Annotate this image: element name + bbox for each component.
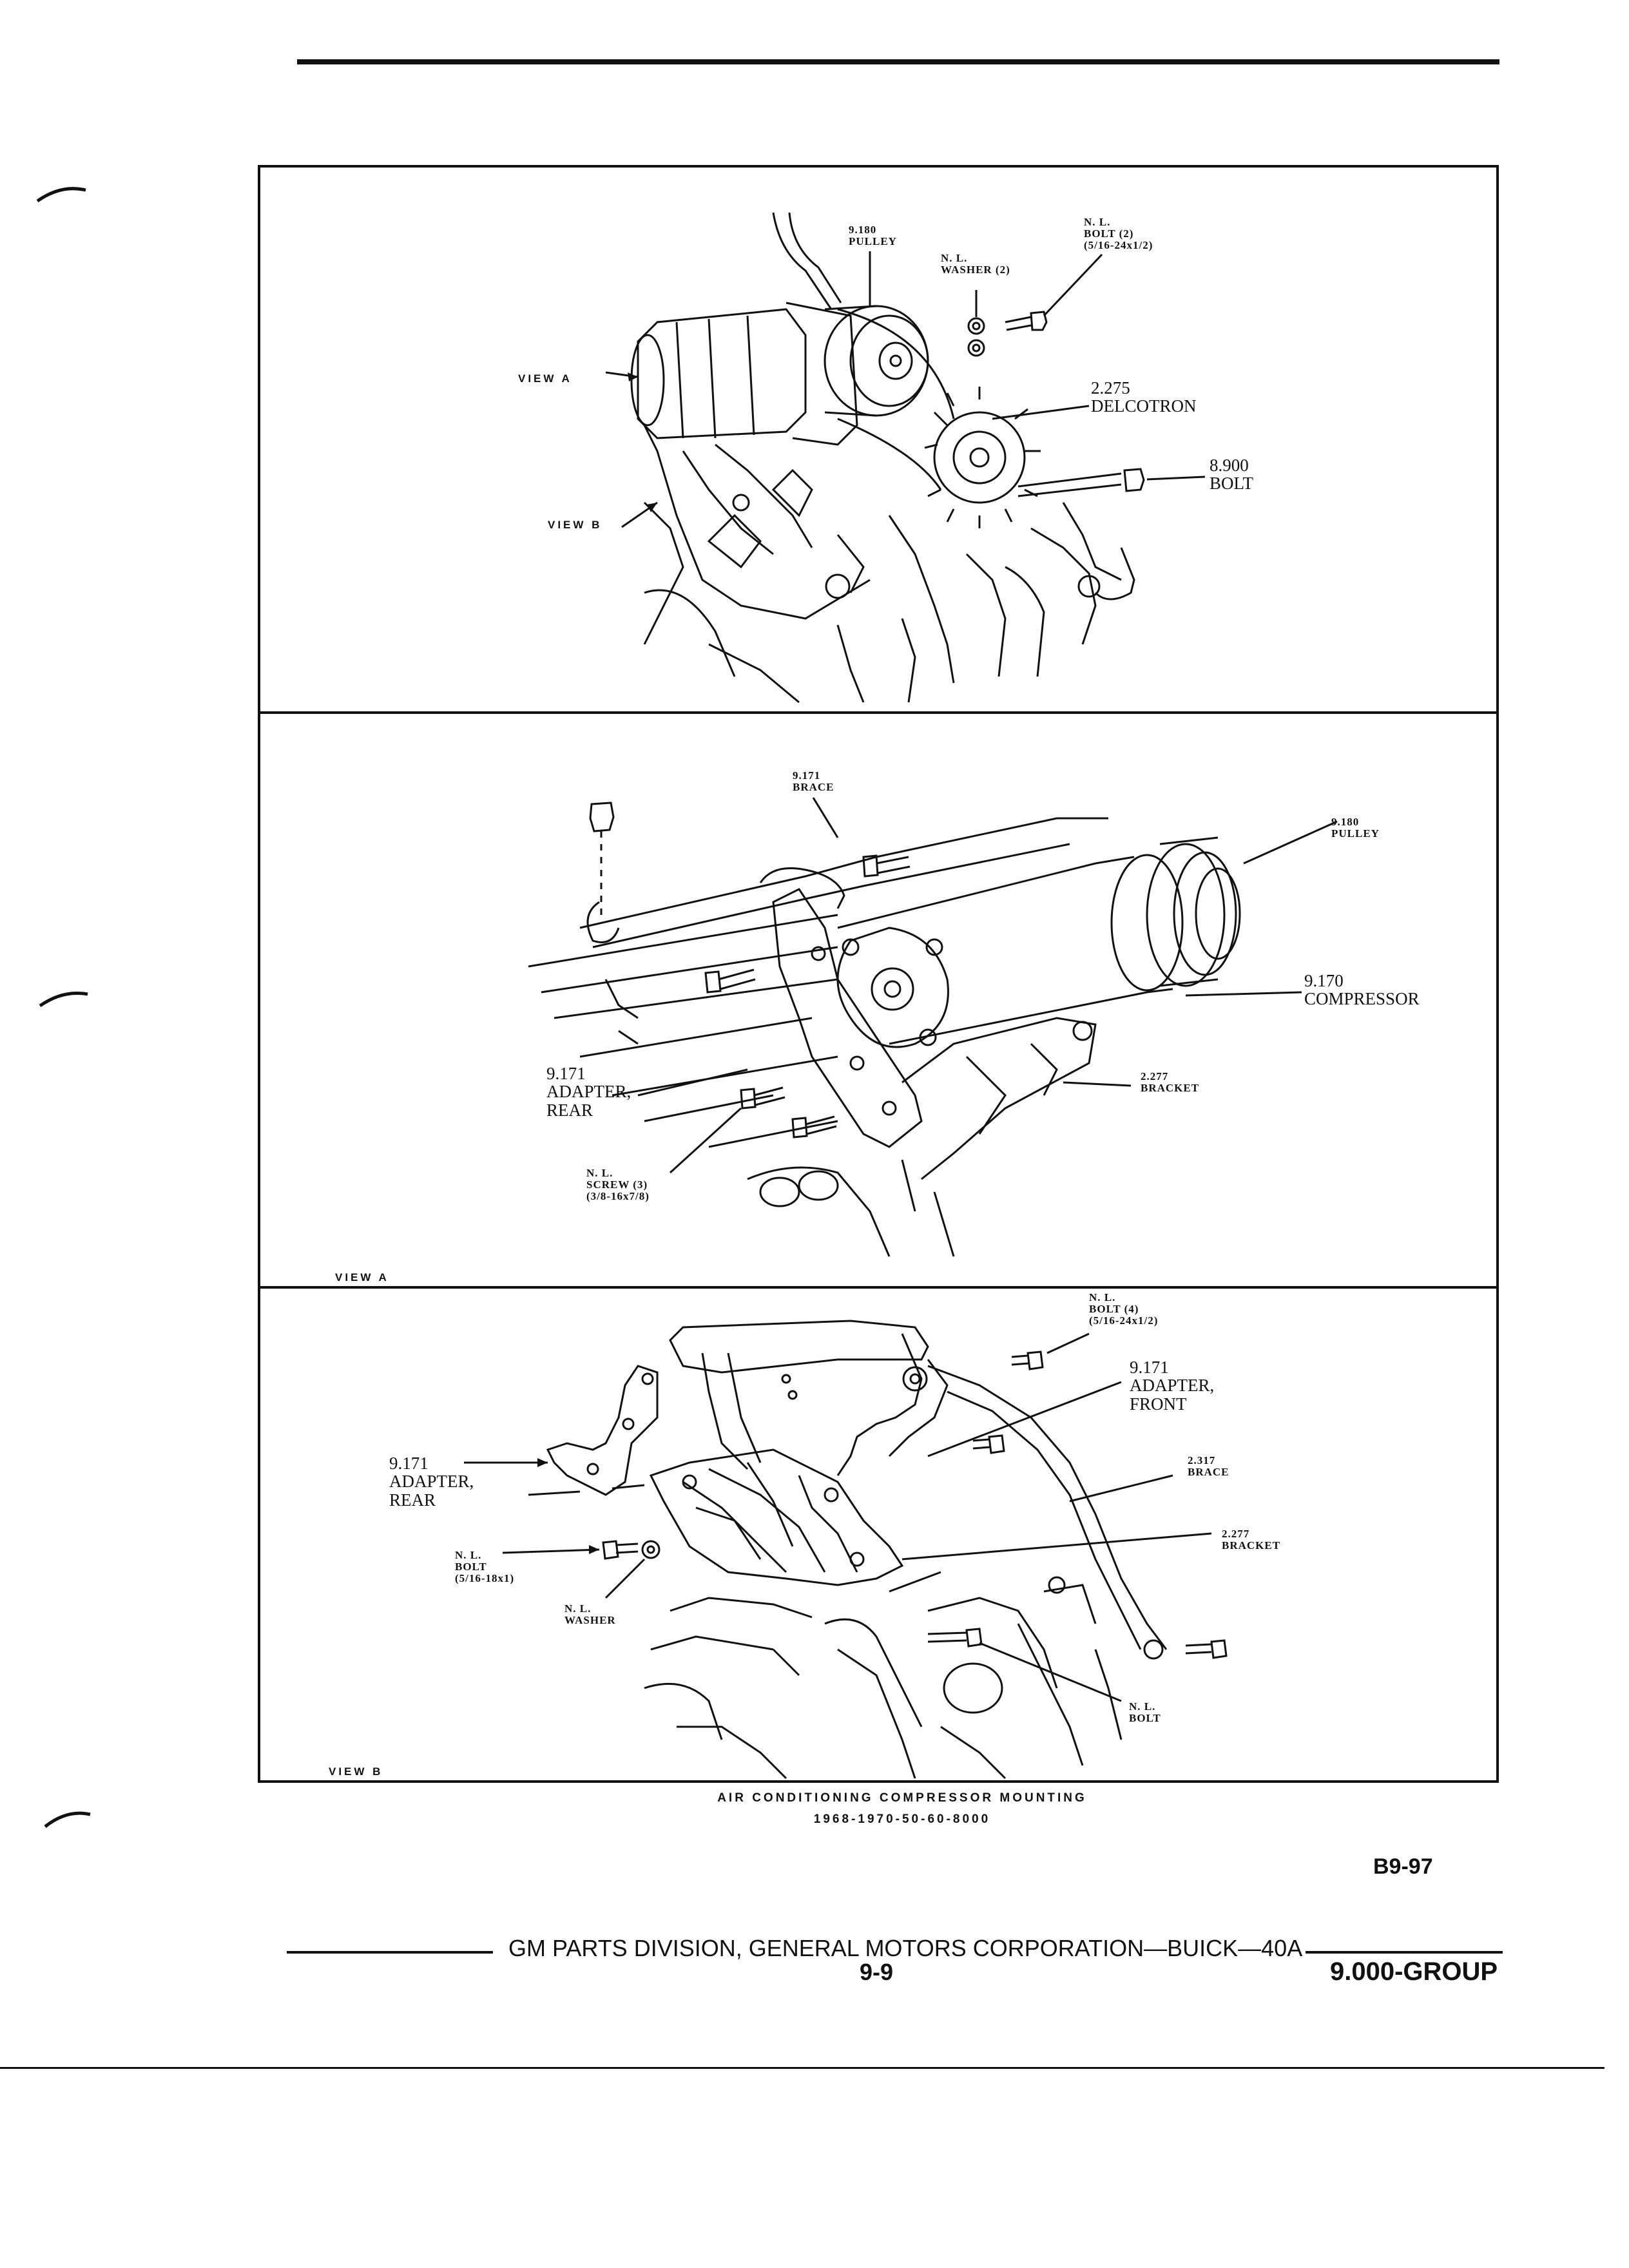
pointer-view-a: VIEW A bbox=[518, 372, 572, 385]
header-rule bbox=[297, 59, 1499, 64]
footer-group: 9.000-GROUP bbox=[1330, 1957, 1498, 1986]
view-a-title: VIEW A bbox=[335, 1271, 389, 1283]
label-brace-9171: 9.171 BRACE bbox=[793, 769, 834, 793]
view-b-title: VIEW B bbox=[329, 1765, 383, 1778]
label-adapter-rear-mid: 9.171 ADAPTER, REAR bbox=[546, 1064, 631, 1120]
caption-years: 1968-1970-50-60-8000 bbox=[813, 1812, 991, 1826]
label-bolt4-nl: N. L. BOLT (4) (5/16-24x1/2) bbox=[1089, 1291, 1159, 1327]
label-delcotron: 2.275 DELCOTRON bbox=[1091, 378, 1197, 416]
label-bracket-2277-bottom: 2.277 BRACKET bbox=[1222, 1528, 1281, 1552]
footer-page-number: 9-9 bbox=[860, 1959, 894, 1985]
caption-title: AIR CONDITIONING COMPRESSOR MOUNTING bbox=[717, 1791, 1087, 1805]
page-edge-line bbox=[0, 2067, 1605, 2069]
label-bracket-2277: 2.277 BRACKET bbox=[1141, 1070, 1200, 1094]
footer-rule-right bbox=[1306, 1951, 1503, 1954]
label-screw-nl: N. L. SCREW (3) (3/8-16x7/8) bbox=[586, 1167, 650, 1202]
label-adapter-rear-bottom: 9.171 ADAPTER, REAR bbox=[389, 1454, 474, 1510]
page-code: B9-97 bbox=[1373, 1854, 1433, 1879]
label-bolt-nl-bottom: N. L. BOLT (5/16-18x1) bbox=[455, 1549, 515, 1584]
label-brace-2317: 2.317 BRACE bbox=[1188, 1454, 1229, 1478]
pointer-view-b: VIEW B bbox=[548, 519, 602, 531]
label-bolt-nl: N. L. BOLT (2) (5/16-24x1/2) bbox=[1084, 216, 1153, 251]
footer-division: GM PARTS DIVISION, GENERAL MOTORS CORPOR… bbox=[508, 1935, 1303, 1961]
label-washer-nl: N. L. WASHER (2) bbox=[941, 252, 1010, 276]
panel-divider-2 bbox=[258, 1286, 1499, 1289]
panel-divider-1 bbox=[258, 711, 1499, 714]
label-pulley-9180: 9.180 PULLEY bbox=[849, 224, 897, 247]
footer-rule-left bbox=[287, 1951, 493, 1954]
illustration-frame bbox=[258, 165, 1499, 1783]
label-pulley-9180-mid: 9.180 PULLEY bbox=[1331, 816, 1380, 840]
label-nl-bolt-bottom: N. L. BOLT bbox=[1129, 1700, 1161, 1724]
label-washer-nl-bottom: N. L. WASHER bbox=[564, 1602, 616, 1626]
label-bolt-8900: 8.900 BOLT bbox=[1210, 456, 1254, 494]
label-compressor-9170: 9.170 COMPRESSOR bbox=[1304, 971, 1420, 1009]
label-adapter-front: 9.171 ADAPTER, FRONT bbox=[1130, 1358, 1215, 1414]
